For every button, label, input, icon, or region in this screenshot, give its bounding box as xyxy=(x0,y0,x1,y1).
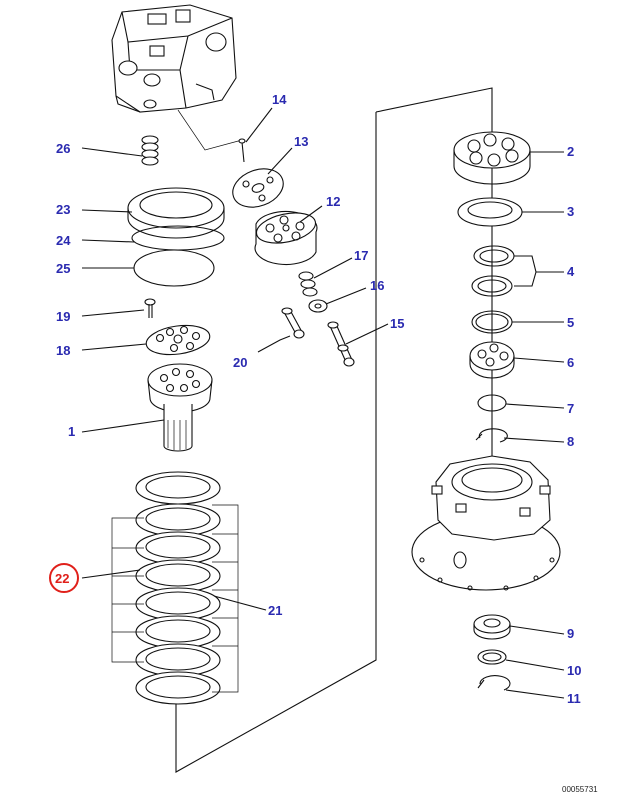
ring-7 xyxy=(477,394,507,412)
part-label-21[interactable]: 21 xyxy=(268,603,282,618)
part-label-7[interactable]: 7 xyxy=(567,401,574,416)
ring-23 xyxy=(127,187,225,239)
motor-housing xyxy=(411,455,561,591)
part-label-4[interactable]: 4 xyxy=(567,264,575,279)
part-label-20[interactable]: 20 xyxy=(233,355,247,370)
part-label-10[interactable]: 10 xyxy=(567,663,581,678)
spring-17 xyxy=(298,271,318,297)
part-label-16[interactable]: 16 xyxy=(370,278,384,293)
part-label-2[interactable]: 2 xyxy=(567,144,574,159)
output-shaft-1 xyxy=(147,363,213,452)
seal-3 xyxy=(457,197,523,227)
part-label-18[interactable]: 18 xyxy=(56,343,70,358)
ring-10 xyxy=(477,649,507,665)
shims-4 xyxy=(471,245,515,297)
part-label-26[interactable]: 26 xyxy=(56,141,70,156)
part-label-6[interactable]: 6 xyxy=(567,355,574,370)
part-label-12[interactable]: 12 xyxy=(326,194,340,209)
pin-20 xyxy=(281,307,305,339)
valve-plate-13 xyxy=(232,168,284,208)
ring-25 xyxy=(133,249,215,287)
part-label-5[interactable]: 5 xyxy=(567,315,574,330)
part-label-23[interactable]: 23 xyxy=(56,202,70,217)
part-label-24[interactable]: 24 xyxy=(56,233,71,248)
snap-ring-8 xyxy=(475,428,508,443)
friction-disc-stack xyxy=(135,471,221,705)
disc-group-brackets xyxy=(111,504,239,693)
highlight-circle-22 xyxy=(49,563,79,593)
snap-ring-11 xyxy=(477,675,511,691)
valve-block xyxy=(111,4,237,113)
part-label-3[interactable]: 3 xyxy=(567,204,574,219)
bolt-19 xyxy=(144,298,156,318)
part-label-19[interactable]: 19 xyxy=(56,309,70,324)
shaft-15 xyxy=(327,321,355,367)
part-label-9[interactable]: 9 xyxy=(567,626,574,641)
spring-26 xyxy=(141,135,159,166)
frame-lines xyxy=(175,87,493,773)
bearing-9 xyxy=(473,614,511,640)
bearing-6 xyxy=(469,341,515,379)
leader-lines xyxy=(81,107,565,699)
part-label-25[interactable]: 25 xyxy=(56,261,70,276)
part-label-17[interactable]: 17 xyxy=(354,248,368,263)
pin-14 xyxy=(238,138,246,163)
part-label-15[interactable]: 15 xyxy=(390,316,404,331)
bearing-2 xyxy=(453,131,531,185)
figure-code: 00055731 xyxy=(562,785,598,794)
part-label-13[interactable]: 13 xyxy=(294,134,308,149)
washer-16 xyxy=(308,299,328,313)
part-label-22[interactable]: 22 xyxy=(55,571,69,586)
part-labels: 26 23 24 25 19 18 1 22 21 14 13 12 17 16… xyxy=(55,92,581,706)
part-label-1[interactable]: 1 xyxy=(68,424,75,439)
part-label-8[interactable]: 8 xyxy=(567,434,574,449)
retainer-plate-18 xyxy=(145,324,211,356)
cylinder-block-12 xyxy=(254,210,318,266)
part-label-14[interactable]: 14 xyxy=(272,92,287,107)
part-label-11[interactable]: 11 xyxy=(567,691,581,706)
